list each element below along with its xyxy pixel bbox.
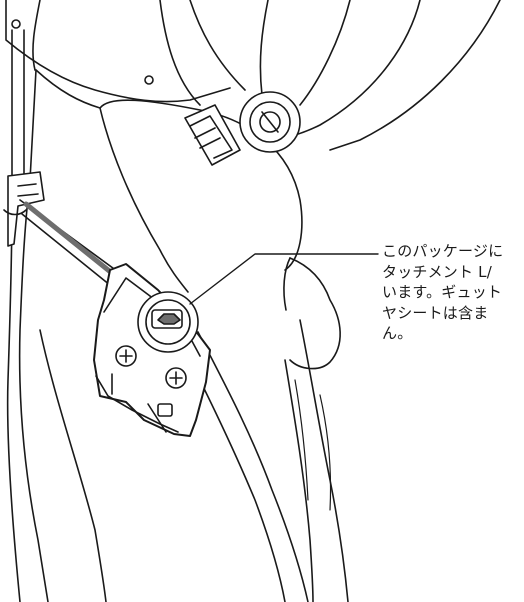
canopy [5,0,501,151]
callout-line: このパッケージに [382,242,504,260]
callout-line: ん。 [382,324,413,342]
seat-body [6,29,303,602]
callout-text: このパッケージに タッチメント L/ います。ギュット ヤシートは含ま ん。 [382,241,524,344]
attachment-plate [93,263,211,437]
callout-line: ヤシートは含ま [382,303,489,322]
cushion [283,257,349,602]
buckle-connector [184,91,301,166]
rivet-icon [144,75,154,85]
side-clip [3,171,45,247]
callout-leader [189,253,379,305]
callout-line: います。ギュット [382,283,503,301]
callout-line: タッチメント L/ [382,262,492,281]
rivet-icon [11,19,21,29]
square-button-icon [157,403,173,417]
